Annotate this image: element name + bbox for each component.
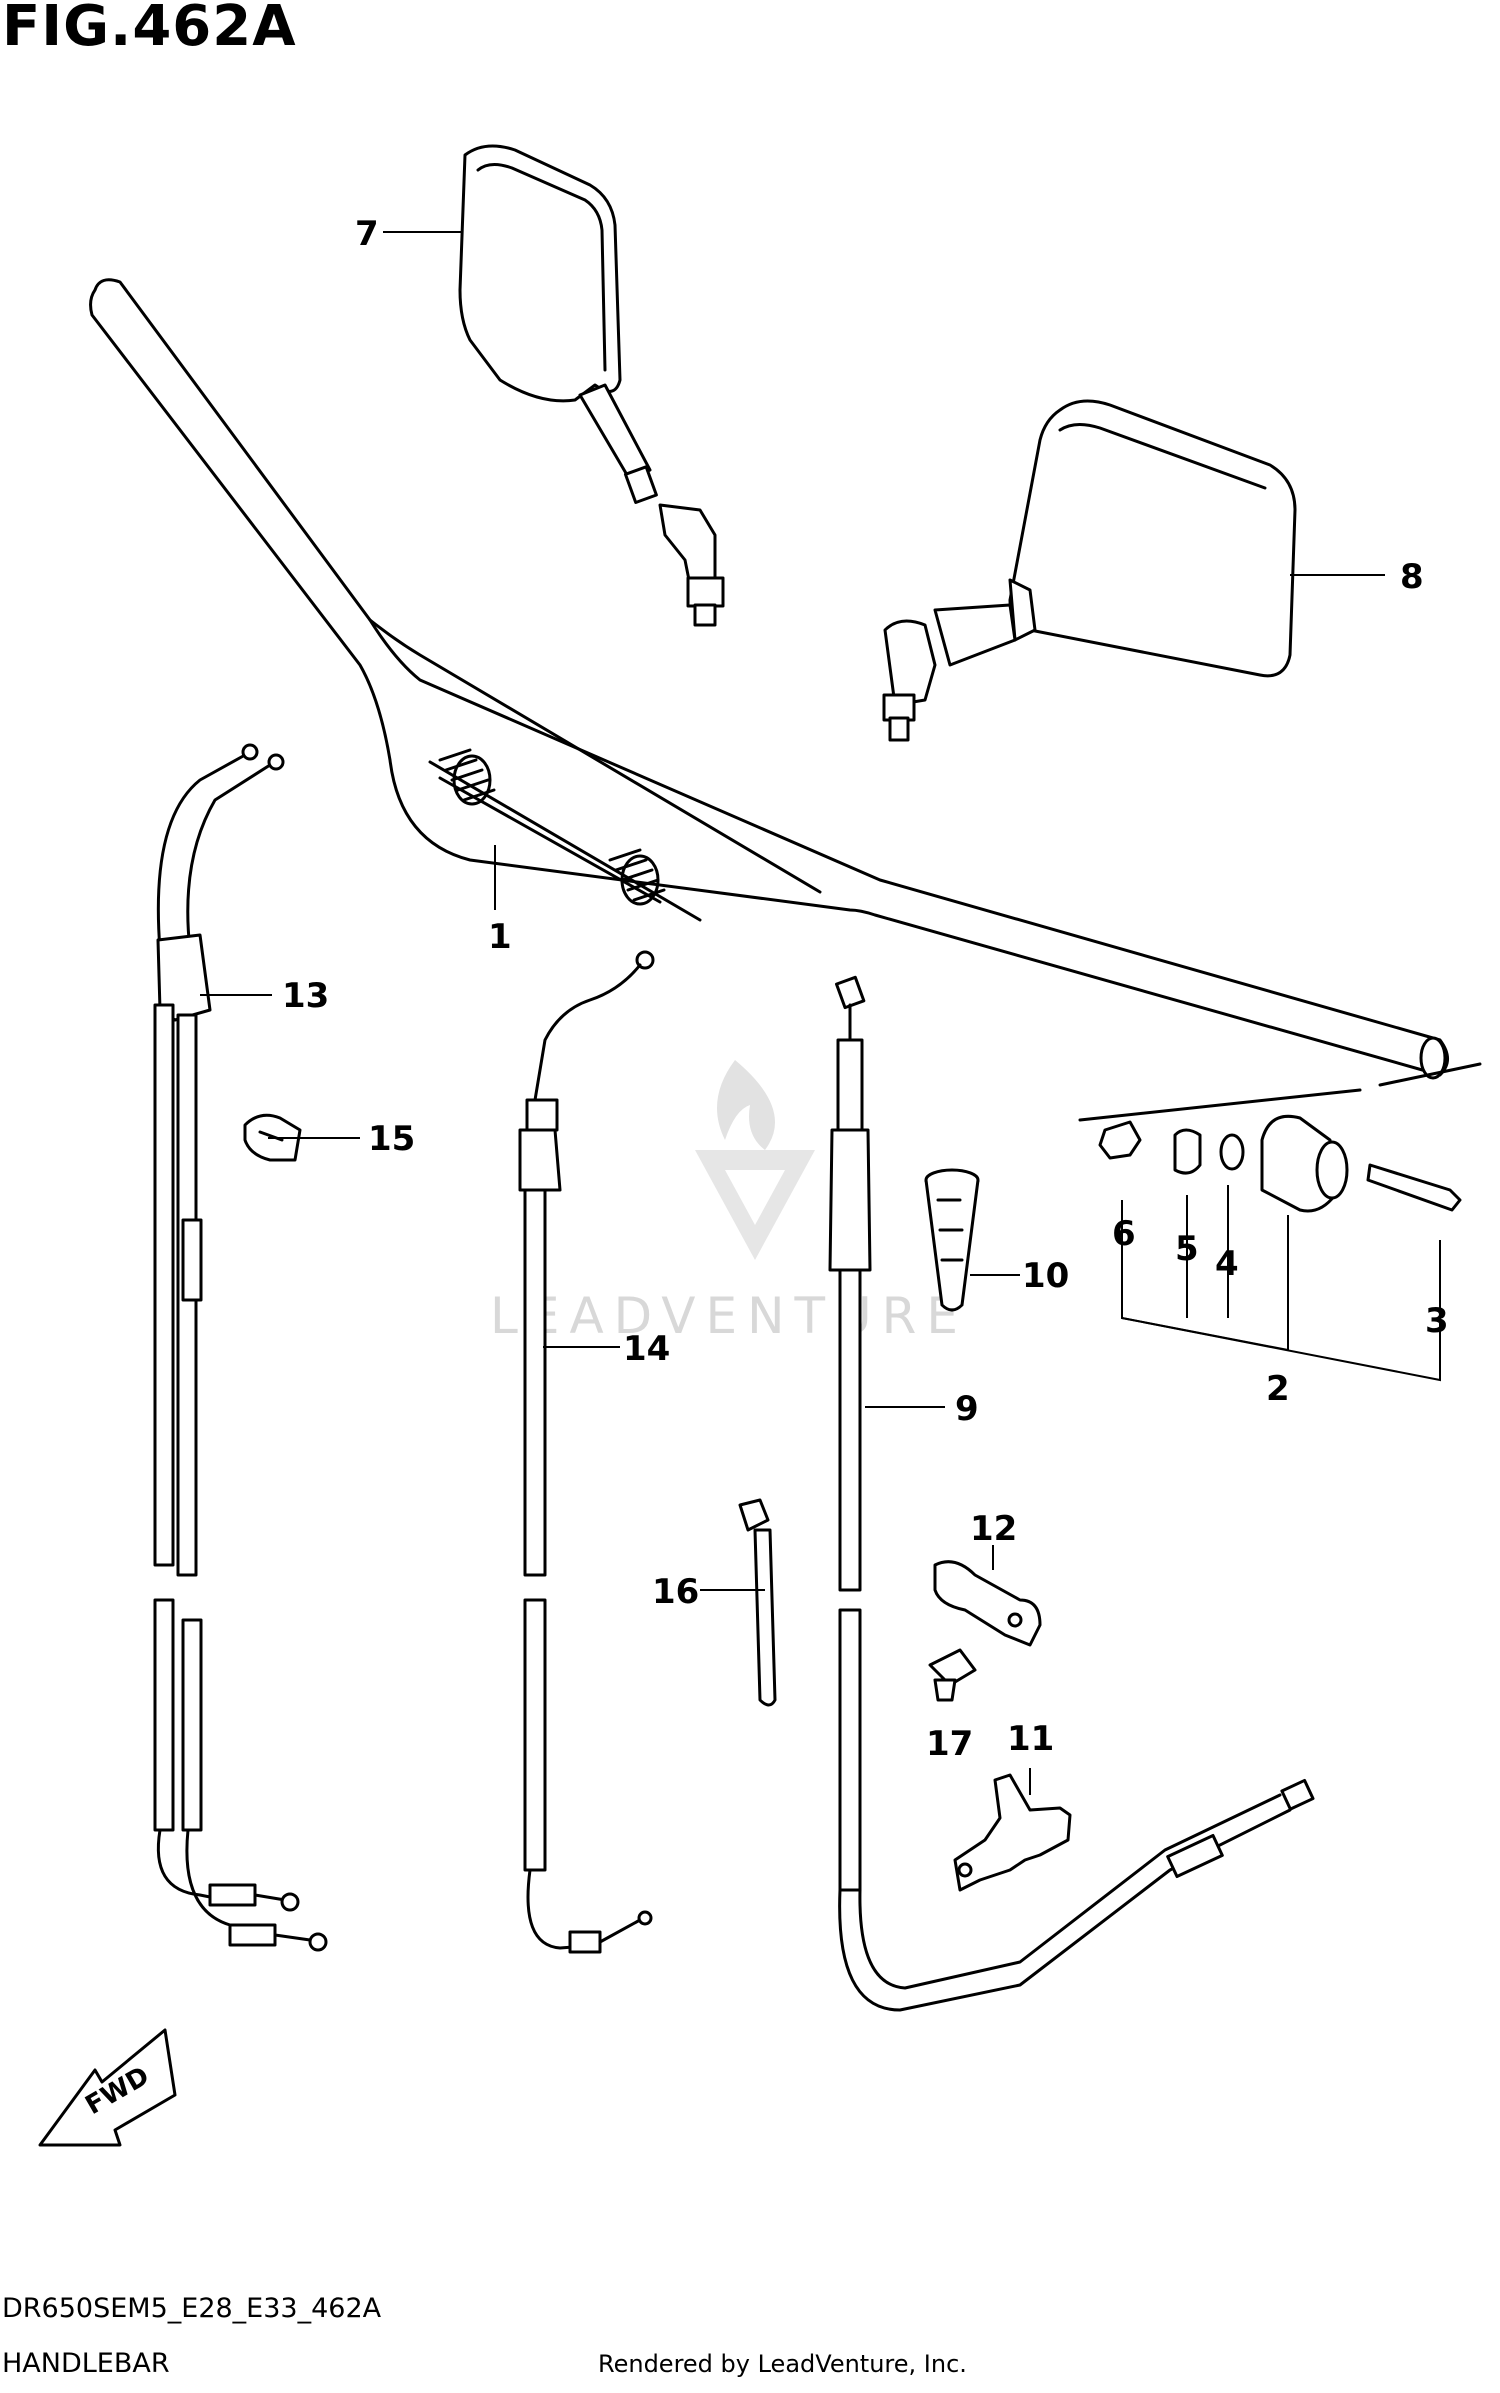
handlebar[interactable] bbox=[89, 278, 1482, 1122]
callout-12: 12 bbox=[970, 1509, 1017, 1549]
callout-10: 10 bbox=[1022, 1256, 1069, 1296]
callout-8: 8 bbox=[1400, 557, 1424, 597]
callout-3: 3 bbox=[1425, 1301, 1449, 1341]
callout-4: 4 bbox=[1215, 1244, 1239, 1284]
callout-1: 1 bbox=[488, 917, 512, 957]
callout-6: 6 bbox=[1112, 1214, 1136, 1254]
fwd-arrow: FWD bbox=[38, 2028, 177, 2147]
mirror-left[interactable] bbox=[458, 144, 725, 627]
watermark-text: LEADVENTURE bbox=[490, 1287, 968, 1345]
section-name: HANDLEBAR bbox=[2, 2348, 170, 2379]
cable-tie[interactable] bbox=[738, 1498, 777, 1707]
callout-7: 7 bbox=[355, 214, 379, 254]
watermark: LEADVENTURE bbox=[490, 1060, 968, 1345]
bracket-upper[interactable] bbox=[933, 1560, 1042, 1647]
mirror-right[interactable] bbox=[882, 399, 1297, 742]
model-code: DR650SEM5_E28_E33_462A bbox=[2, 2293, 382, 2324]
callout-14-label-15: 15 bbox=[368, 1119, 415, 1159]
throttle-cable-assembly[interactable] bbox=[153, 743, 328, 1952]
callout-5: 5 bbox=[1175, 1229, 1199, 1269]
render-credit: Rendered by LeadVenture, Inc. bbox=[598, 2350, 967, 2378]
callout-9: 9 bbox=[955, 1389, 979, 1429]
callout-14: 14 bbox=[623, 1329, 670, 1369]
figure-title: FIG.462A bbox=[2, 0, 297, 59]
grip[interactable] bbox=[924, 1168, 980, 1312]
clutch-cable[interactable] bbox=[828, 975, 1315, 2012]
callout-16: 16 bbox=[652, 1572, 699, 1612]
callout-labels: 1 2 3 4 5 6 7 8 9 10 11 12 13 15 14 16 1… bbox=[282, 214, 1449, 1764]
bolt[interactable] bbox=[928, 1648, 977, 1702]
callout-17: 17 bbox=[926, 1724, 973, 1764]
callout-2: 2 bbox=[1266, 1369, 1290, 1409]
knurl-left bbox=[438, 748, 496, 806]
choke-cable[interactable] bbox=[518, 950, 655, 1954]
bracket-lower[interactable] bbox=[953, 1773, 1072, 1892]
callout-13: 13 bbox=[282, 976, 329, 1016]
knurl-right bbox=[608, 848, 666, 906]
bar-end-assembly[interactable] bbox=[1098, 1114, 1462, 1213]
leader-lines bbox=[200, 231, 1441, 1795]
callout-11: 11 bbox=[1007, 1719, 1054, 1759]
